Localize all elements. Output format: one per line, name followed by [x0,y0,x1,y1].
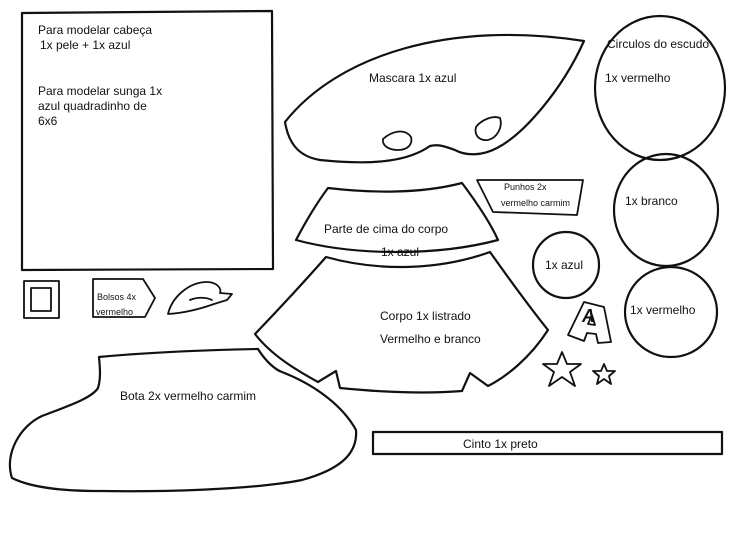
body-piece [253,250,550,394]
head-note-line-2: 1x pele + 1x azul [40,38,131,52]
pockets-label-1: Bolsos 4x [97,292,137,302]
shield-circle-red-1 [593,14,727,162]
upper-body-label-2: 1x azul [381,245,420,259]
belt-label: Cinto 1x preto [463,437,538,451]
shield-circle-red-2 [623,265,719,359]
cuffs-piece [476,179,584,216]
mask-eye-right [474,116,502,141]
trunks-note-line-1: Para modelar sunga 1x [38,84,163,98]
star-small [592,363,616,385]
pocket-piece [92,278,156,318]
small-rectangle-piece [23,280,60,319]
upper-body-piece [294,181,500,254]
wing-piece [167,281,233,315]
small-rectangle-inner [30,287,52,312]
star-large [542,351,582,387]
body-label-1: Corpo 1x listrado [380,309,471,323]
head-square-piece [20,9,275,272]
shield-red-1-label: 1x vermelho [605,71,671,85]
mask-label: Mascara 1x azul [369,71,457,85]
blue-circle-label: 1x azul [545,258,584,272]
trunks-note-line-2: azul quadradinho de [38,99,147,113]
upper-body-label-1: Parte de cima do corpo [324,222,449,236]
belt-piece [371,430,724,456]
wing-feather-line [189,296,213,301]
boot-piece [8,347,358,493]
pockets-label-2: vermelho [96,307,134,317]
mask-piece [283,33,586,164]
body-label-2: Vermelho e branco [380,332,481,346]
red-circle-2-label: 1x vermelho [630,303,696,317]
cuffs-label-1: Punhos 2x [504,182,547,192]
head-note: Para modelar cabeça 1x pele + 1x azul [38,23,152,53]
mask-eye-left [382,130,413,151]
letter-a-hole [587,314,596,326]
white-circle-label: 1x branco [625,194,678,208]
trunks-note: Para modelar sunga 1x azul quadradinho d… [38,84,162,129]
head-note-line-1: Para modelar cabeça [38,23,153,37]
letter-a-label: A [582,306,595,326]
shield-circle-white [612,152,720,268]
shield-circle-blue [531,230,601,300]
shield-title-label: Circulos do escudo [607,37,710,51]
letter-a-outline [567,301,612,344]
cuffs-label-2: vermelho carmim [501,198,571,208]
boot-label: Bota 2x vermelho carmim [120,389,257,403]
trunks-note-line-3: 6x6 [38,114,58,128]
